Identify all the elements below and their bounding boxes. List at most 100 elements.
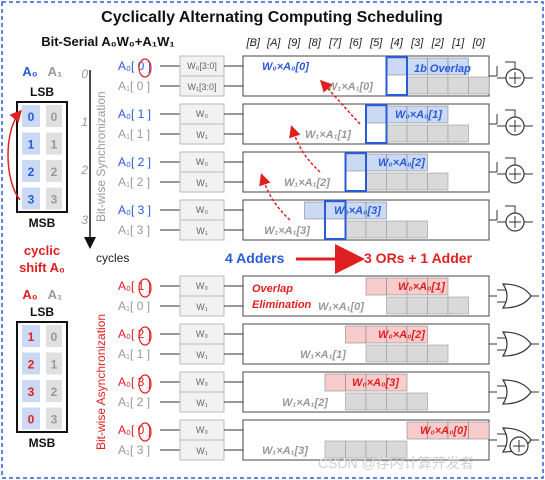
- cyclic-label: cyclic: [24, 243, 60, 258]
- product-bit-cell: [406, 392, 428, 411]
- product-bit-cell: [386, 172, 408, 191]
- product-bit-cell: [386, 57, 408, 76]
- product-bit-cell: [406, 153, 428, 172]
- register-cell: [46, 407, 62, 430]
- or-gate-icon: [501, 379, 532, 405]
- a1-input-label: A₁[ 3 ]: [118, 223, 150, 237]
- register-value: 1: [28, 138, 35, 152]
- product-bit-cell: [365, 220, 387, 239]
- cycle-number: 1: [81, 115, 88, 129]
- product-bit-cell: [427, 277, 449, 296]
- w1-label: W₁: [196, 302, 208, 312]
- w0-label: W₀: [196, 281, 208, 291]
- bot-lsb: LSB: [30, 305, 54, 319]
- product-bit-cell: [345, 325, 367, 344]
- product-bit-cell: [386, 440, 408, 459]
- top-a1-label: A₁: [48, 64, 63, 79]
- register-cell: [46, 160, 62, 182]
- w1-label: W₁[3:0]: [187, 82, 216, 92]
- register-value: 1: [51, 358, 58, 372]
- register-cell: [22, 352, 40, 375]
- overlap-highlight: [365, 104, 388, 144]
- register-cell: [22, 132, 40, 155]
- register-value: 0: [28, 110, 35, 124]
- w1-label: W₁: [196, 130, 208, 140]
- product-bit-cell: [447, 57, 469, 76]
- w0-label: W₀: [196, 109, 208, 119]
- partial-product-top: W₀×A₀[3]: [352, 377, 399, 389]
- partial-product-bottom: W₁×A₁[0]: [318, 301, 364, 313]
- product-bit-cell: [406, 325, 428, 344]
- watermark: CSDN @存内计算开发者: [318, 455, 474, 471]
- bot-a0-label: A₀: [22, 287, 37, 302]
- product-bit-cell: [406, 296, 428, 315]
- product-bit-cell: [386, 296, 408, 315]
- register-value: 0: [51, 330, 58, 344]
- adders-4-label: 4 Adders: [225, 250, 285, 266]
- register-cell: [46, 105, 62, 127]
- a1-input-label: A₁[ 2 ]: [118, 395, 150, 409]
- product-bit-cell: [386, 344, 408, 363]
- product-bit-cell: [345, 153, 367, 172]
- top-cyclic-arc: [7, 109, 22, 201]
- w0-label: W₀: [196, 377, 208, 387]
- register-value: 1: [51, 138, 58, 152]
- overlap-elim-2: Elimination: [252, 299, 312, 311]
- partial-product-bottom: W₁×A₁[3]: [262, 445, 308, 457]
- wire: [505, 109, 516, 117]
- partial-product-top: W₀×A₀[1]: [395, 109, 442, 121]
- partial-product-bottom: W₁×A₁[1]: [300, 349, 346, 361]
- partial-product-top: W₀×A₀[3]: [334, 205, 381, 217]
- product-bit-cell: [406, 76, 428, 95]
- bit-header: [6]: [349, 37, 363, 49]
- a1-input-label: A₁[ 1 ]: [118, 347, 150, 361]
- product-bit-cell: [386, 124, 408, 143]
- bit-header: [B]: [246, 37, 261, 49]
- product-bit-cell: [386, 392, 408, 411]
- cycle-number: 2: [80, 163, 88, 177]
- register-value: 0: [28, 413, 35, 427]
- product-bit-cell: [406, 124, 428, 143]
- bit-highlight-circle: [138, 374, 152, 394]
- a0-input-label: A₀[ 1 ]: [118, 279, 151, 293]
- sync-rows: A₀[ 0 ]A₁[ 0 ]W₀[3:0]W₁[3:0]W₀×A₀[0]W₁×A…: [118, 55, 533, 241]
- top-a0-label: A₀: [22, 64, 37, 79]
- sync-label: Bit-wise Synchronization: [94, 91, 108, 222]
- register-cell: [46, 187, 62, 210]
- or-gate: [497, 379, 539, 405]
- a0-input-label: A₀[ 2 ]: [118, 155, 151, 169]
- register-cell: [22, 105, 40, 127]
- partial-product-top: W₀×A₀[0]: [262, 61, 309, 73]
- final-adder: [509, 436, 529, 456]
- w0-label: W₀: [196, 157, 208, 167]
- top-lsb: LSB: [30, 85, 54, 99]
- overlap-highlight: [344, 152, 367, 192]
- bit-header: [4]: [390, 37, 404, 49]
- partial-product-top: W₀×A₀[1]: [398, 281, 445, 293]
- bit-header: [A]: [266, 37, 281, 49]
- overlap-highlight: [324, 200, 347, 240]
- bit-header: [5]: [369, 37, 383, 49]
- a0-input-label: A₀[ 3 ]: [118, 203, 151, 217]
- a0-input-label: A₀[ 1 ]: [118, 107, 151, 121]
- overlap-highlight: [385, 56, 408, 96]
- a0-input-label: A₀[ 3 ]: [118, 375, 151, 389]
- product-bit-cell: [468, 421, 490, 440]
- adder: [496, 157, 533, 184]
- adder: [496, 109, 533, 136]
- product-bit-cell: [386, 373, 408, 392]
- register-value: 3: [28, 193, 35, 207]
- bot-msb: MSB: [29, 436, 56, 450]
- shift-label: shift A₀: [19, 260, 65, 275]
- bit-highlight-circle: [138, 58, 152, 78]
- a1-input-label: A₁[ 1 ]: [118, 127, 150, 141]
- register-value: 2: [51, 385, 58, 399]
- async-label: Bit-wise Asynchronization: [94, 314, 108, 450]
